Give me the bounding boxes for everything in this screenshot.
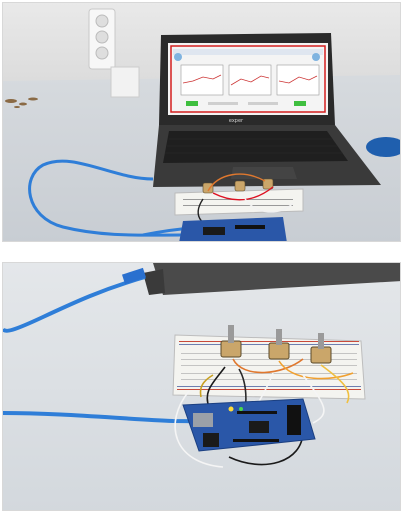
microcontroller-chip: [249, 421, 269, 433]
arduino-board-top: [179, 217, 287, 241]
led-green: [239, 407, 243, 411]
power-jack: [203, 433, 219, 447]
led-yellow: [228, 406, 234, 412]
arduino-mega-board: [182, 398, 316, 452]
laptop-edge: [153, 263, 400, 295]
usb-cable-1: [3, 275, 146, 333]
wall-socket: [88, 8, 140, 98]
graph-panel-1: [180, 64, 224, 96]
potentiometer-3: [310, 333, 332, 364]
usb-port: [193, 413, 213, 427]
graph-panel-3: [276, 64, 320, 96]
potentiometer-1: [220, 325, 242, 358]
laptop-keyboard: [163, 131, 348, 163]
photo-arduino-closeup: [2, 262, 401, 511]
photo-laptop-setup: exper: [2, 2, 401, 242]
laptop-brand: exper: [229, 118, 244, 124]
graph-panel-2: [228, 64, 272, 96]
status-indicator-green: [186, 101, 198, 106]
table-debris: [5, 97, 38, 108]
breadboard-top: [174, 173, 304, 230]
app-window-border: [170, 45, 326, 113]
touchpad: [231, 167, 297, 179]
mouse: [366, 137, 400, 157]
laptop: exper: [153, 33, 381, 187]
usb-cable: [28, 159, 182, 237]
potentiometer-2: [268, 329, 290, 360]
